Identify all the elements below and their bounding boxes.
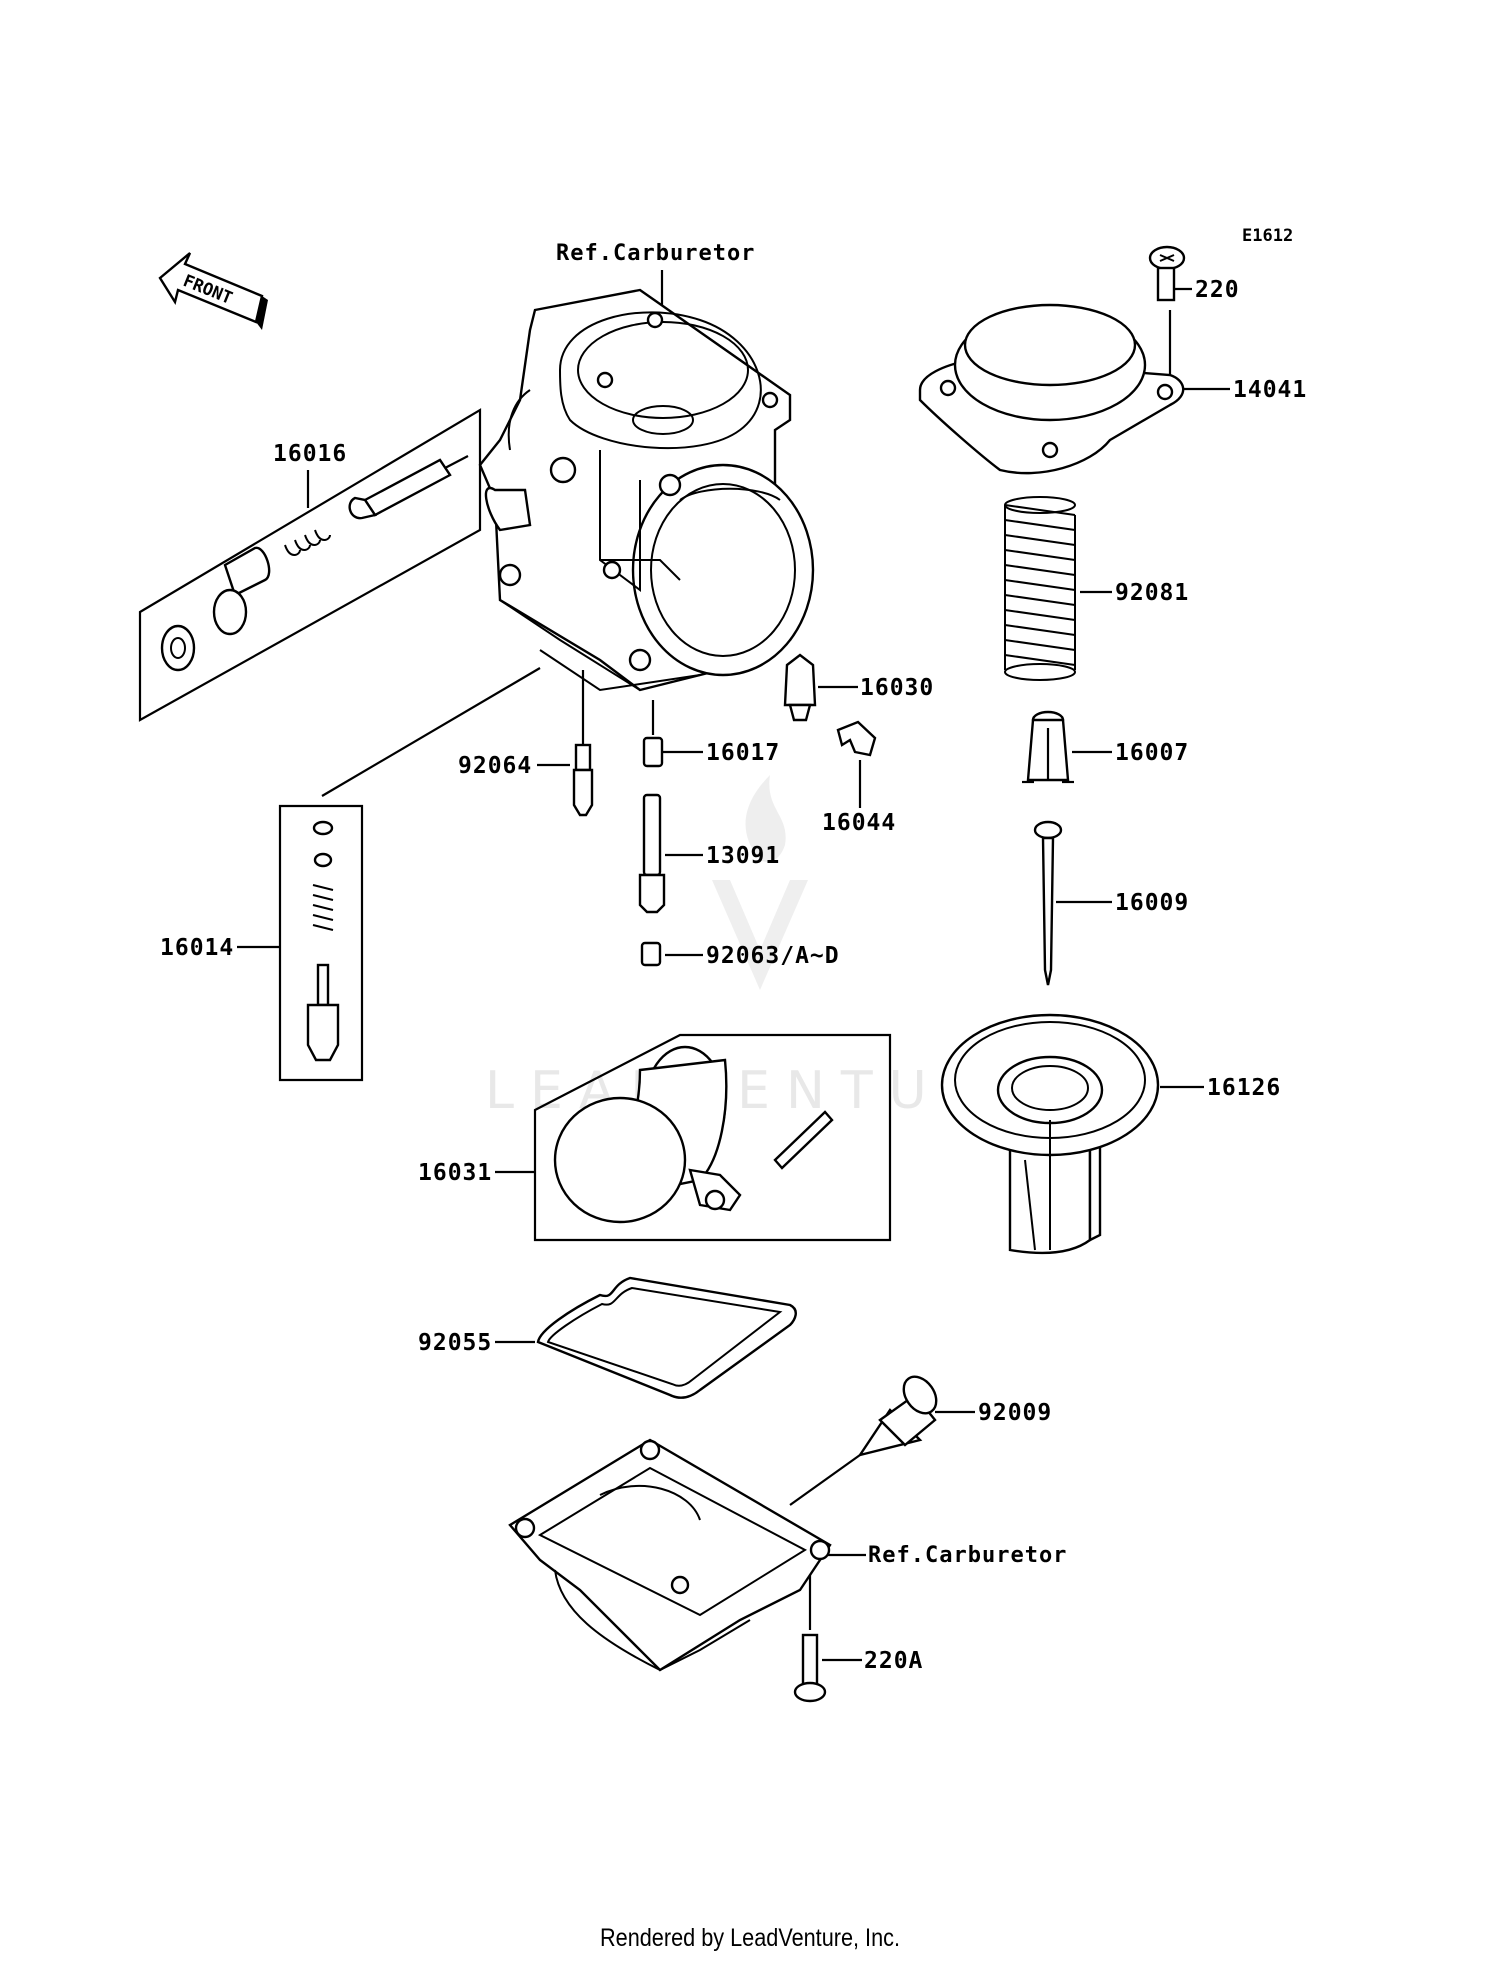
part-13091-icon [638,793,666,914]
part-92063-label: 92063/A~D [706,943,840,969]
part-16126-icon [940,1013,1160,1255]
part-16031-label: 16031 [418,1160,492,1186]
part-16007-label: 16007 [1115,740,1189,766]
part-16014-icon [306,820,340,1062]
carburetor-body [478,288,815,692]
part-220A-icon [793,1633,827,1703]
part-16016-icon [160,455,469,672]
part-92009-icon [857,1375,938,1457]
part-14041-label: 14041 [1233,377,1307,403]
part-92055-icon [536,1276,797,1399]
part-16044-label: 16044 [822,810,896,836]
part-92081-icon [1004,496,1076,681]
part-14041-icon [918,303,1185,475]
part-92063-icon [640,941,662,967]
part-16030-icon [783,653,817,722]
watermark-text: LEADVENTURE [485,1061,1044,1121]
part-220-label: 220 [1195,277,1240,303]
part-92064-icon [572,743,594,817]
part-16030-label: 16030 [860,675,934,701]
ref-carburetor-bottom-label: Ref.Carburetor [868,1543,1067,1568]
diagram-code: E1612 [1242,226,1293,246]
part-16007-icon [1022,710,1074,784]
part-13091-label: 13091 [706,843,780,869]
part-92009-label: 92009 [978,1400,1052,1426]
front-arrow-icon: FRONT [158,252,268,330]
part-92064-label: 92064 [458,753,532,779]
ref-carburetor-top-label: Ref.Carburetor [556,241,755,266]
float-bowl [508,1438,832,1672]
leadventure-watermark: LEADVENTURE [485,775,1044,1121]
part-16009-label: 16009 [1115,890,1189,916]
footer-credit: Rendered by LeadVenture, Inc. [600,1924,900,1952]
part-220-icon [1148,245,1186,302]
part-16126-label: 16126 [1207,1075,1281,1101]
part-16044-icon [836,720,877,757]
part-16017-icon [642,736,664,768]
part-16016-label: 16016 [273,441,347,467]
part-92081-label: 92081 [1115,580,1189,606]
part-16014-label: 16014 [160,935,234,961]
part-92055-label: 92055 [418,1330,492,1356]
part-16031-icon [553,1045,834,1224]
part-16017-label: 16017 [706,740,780,766]
part-16009-icon [1033,820,1063,986]
part-220A-label: 220A [864,1648,923,1674]
